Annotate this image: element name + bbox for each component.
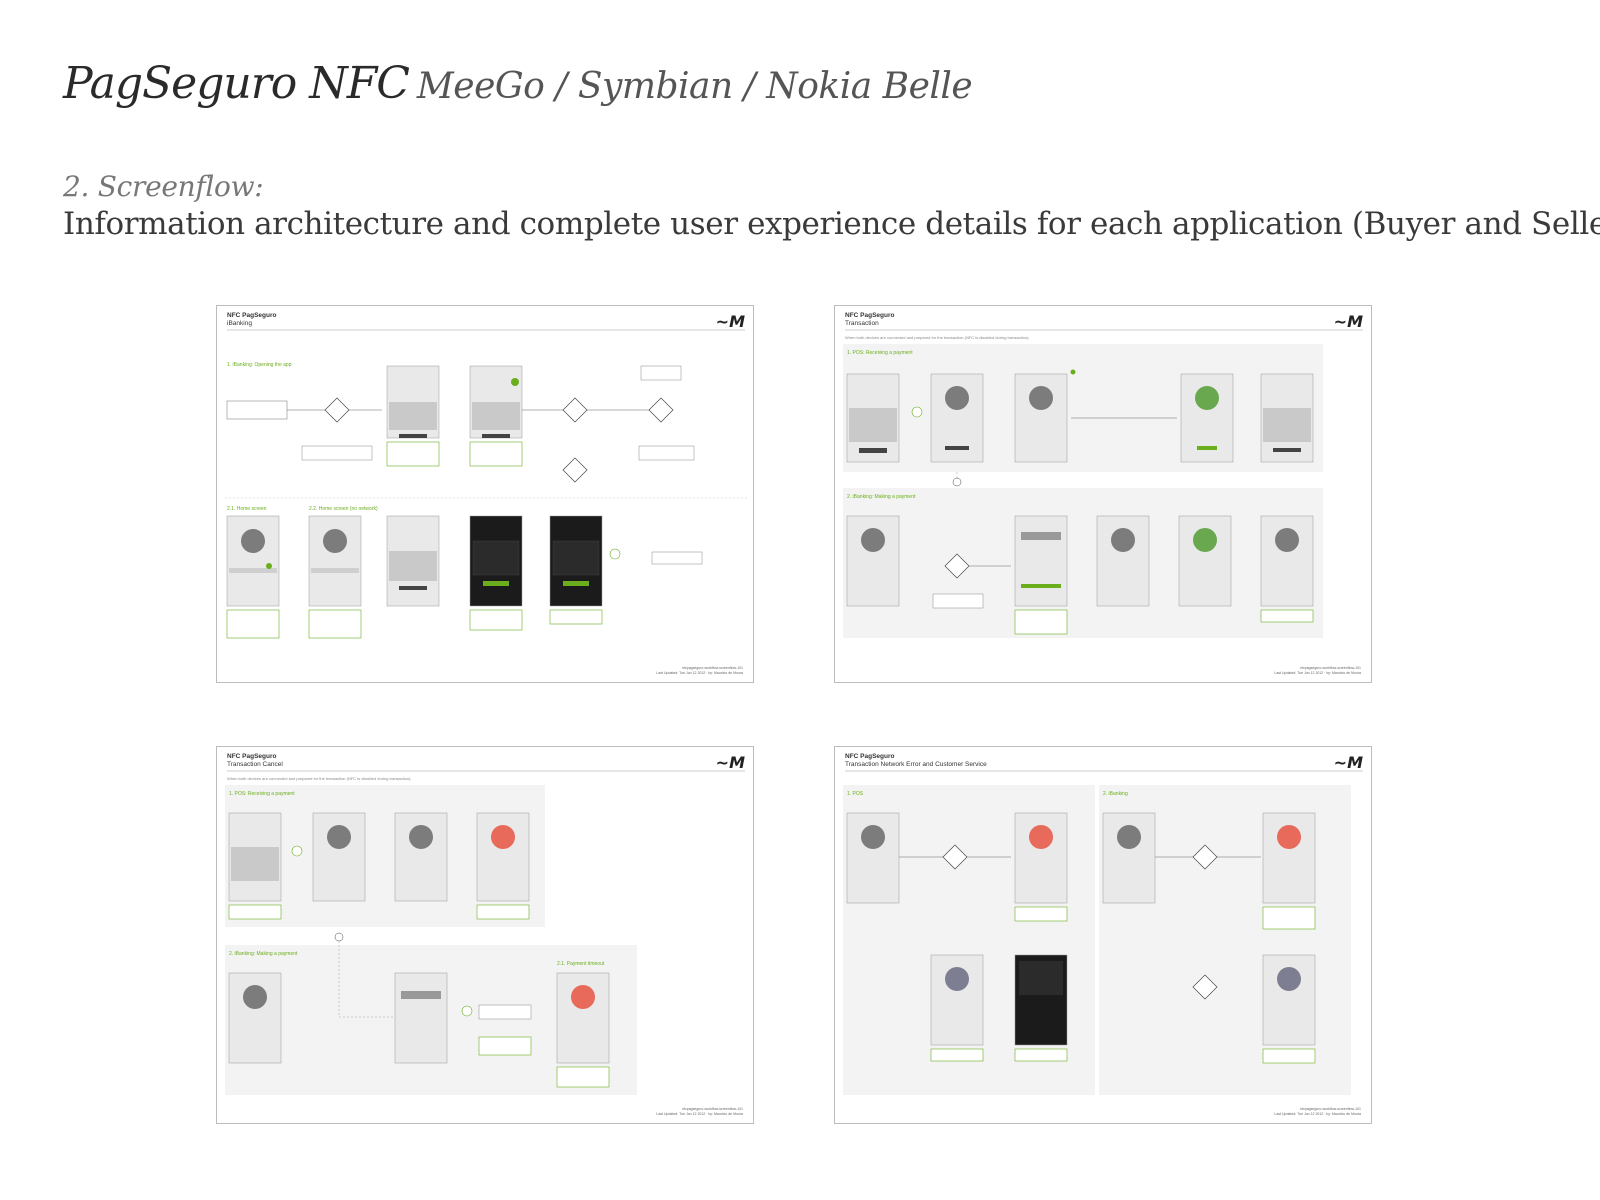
flow-diagram: 1. POS: Receiving a payment <box>843 329 1363 638</box>
phone-ibanking-initiated <box>1096 515 1150 607</box>
sheet-header: NFC PagSeguro iBanking <box>227 312 276 328</box>
sheet-project: NFC PagSeguro <box>227 753 277 760</box>
phone-warning-dialog <box>469 515 523 607</box>
flow-diagram: 1. POS: Receiving a payment 2. iBanking:… <box>225 770 745 1095</box>
flow-label: 1. iBanking: Opening the app <box>227 362 292 368</box>
sheet-name: iBanking <box>227 320 252 327</box>
flow-label: 1. POS: Receiving a payment <box>847 350 913 356</box>
flow-diagram: 1. POS 2. iBanking <box>843 770 1363 1095</box>
phone-pos-amount <box>228 812 282 902</box>
phone-home <box>226 515 280 607</box>
phone-ibanking-home <box>228 972 282 1064</box>
sheet-header: NFC PagSeguro Transaction Cancel <box>227 753 283 769</box>
sheet-name: Transaction <box>845 320 879 327</box>
brand-logo-icon: ~M <box>1333 753 1363 772</box>
phone-abandoned-timeout <box>1014 812 1068 904</box>
phone-erased-notification <box>549 515 603 607</box>
sheet-project: NFC PagSeguro <box>227 312 277 319</box>
section-heading: 2. Screenflow: <box>63 170 264 203</box>
brand-logo-icon: ~M <box>715 312 745 331</box>
screenflow-sheet-transaction-cancel: NFC PagSeguro Transaction Cancel When bo… <box>216 746 754 1124</box>
sheet-name: Transaction Network Error and Customer S… <box>845 761 987 768</box>
sheet-project: NFC PagSeguro <box>845 312 895 319</box>
phone-pin-entered <box>469 365 523 439</box>
phone-transaction-error <box>930 954 984 1046</box>
screenflow-sheet-ibanking: NFC PagSeguro iBanking ~M 1. iBanking: O… <box>216 305 754 683</box>
phone-pos-initiated <box>846 812 900 904</box>
flow-diagram: 1. iBanking: Opening the app 2.1. Home s… <box>225 329 747 639</box>
phone-transaction-initiated <box>394 812 448 902</box>
phone-ibanking-initiated <box>1102 812 1156 904</box>
flow-label: 2. iBanking <box>1103 791 1128 797</box>
section-description: Information architecture and complete us… <box>63 206 1600 242</box>
flow-label: 2. iBanking: Making a payment <box>229 951 298 957</box>
phone-home-no-network <box>308 515 362 607</box>
phone-prepay-screen <box>1260 515 1314 607</box>
phone-network-failure <box>1262 812 1316 904</box>
flow-label: 2.2. Home screen (no network) <box>309 506 378 512</box>
sheet-note: When both devices are connected and prep… <box>845 335 1030 340</box>
flow-label: 2.1. Payment timeout <box>557 961 605 967</box>
phone-customer-service <box>1014 954 1068 1046</box>
phone-transaction-complete <box>1180 373 1234 463</box>
title-main: PagSeguro NFC <box>63 58 410 109</box>
flow-label: 1. POS <box>847 791 864 797</box>
sheet-header: NFC PagSeguro Transaction Network Error … <box>845 753 987 769</box>
brand-logo-icon: ~M <box>715 753 745 772</box>
phone-payment-method <box>1014 515 1068 607</box>
screenflow-sheet-network-error: NFC PagSeguro Transaction Network Error … <box>834 746 1372 1124</box>
flow-label: 1. POS: Receiving a payment <box>229 791 295 797</box>
phone-ibanking-error <box>1262 954 1316 1046</box>
phone-payment-method <box>394 972 448 1064</box>
brand-logo-icon: ~M <box>1333 312 1363 331</box>
sheet-header: NFC PagSeguro Transaction <box>845 312 894 328</box>
phone-pos-amount <box>846 373 900 463</box>
phone-payment-timeout <box>556 972 610 1064</box>
flow-label: 2. iBanking: Making a payment <box>847 494 916 500</box>
phone-home-receive <box>1260 373 1314 463</box>
phone-pin-screen <box>386 365 440 439</box>
flow-label: 2.1. Home screen <box>227 506 267 512</box>
phone-interaction-prompt <box>930 373 984 463</box>
phone-ibanking-home <box>846 515 900 607</box>
phone-transaction-initiated <box>1014 369 1076 463</box>
sheet-note: When both devices are connected and prep… <box>227 776 412 781</box>
phone-interaction-prompt <box>312 812 366 902</box>
sheet-name: Transaction Cancel <box>227 761 283 768</box>
phone-ibanking-complete <box>1178 515 1232 607</box>
phone-abandoned-payment <box>476 812 530 902</box>
phone-incorrect-pin <box>386 515 440 607</box>
screenflow-sheet-transaction: NFC PagSeguro Transaction When both devi… <box>834 305 1372 683</box>
title-platforms: MeeGo / Symbian / Nokia Belle <box>416 66 973 107</box>
sheet-project: NFC PagSeguro <box>845 753 895 760</box>
